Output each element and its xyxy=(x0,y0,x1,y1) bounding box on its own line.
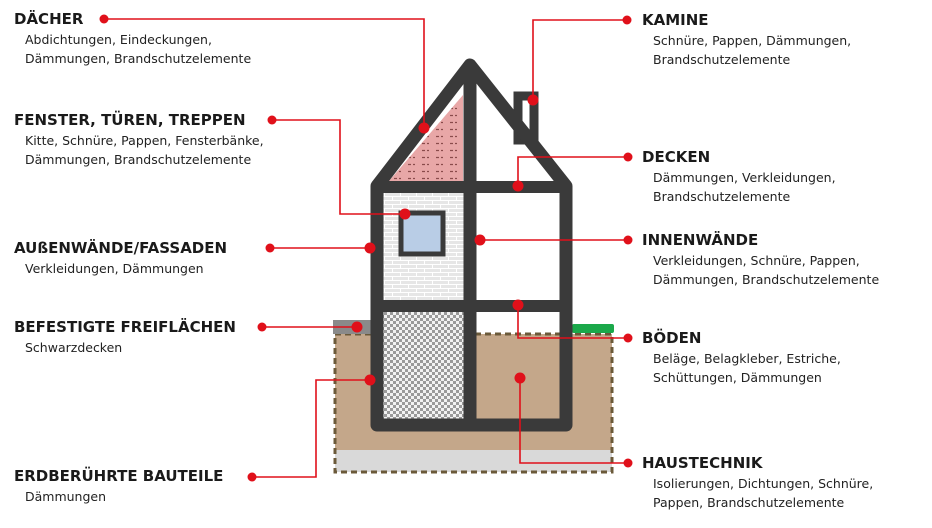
label-erdberuehrte-title: ERDBERÜHRTE BAUTEILE xyxy=(14,467,224,485)
label-haustechnik-line-1: Isolierungen, Dichtungen, Schnüre, xyxy=(653,476,874,491)
label-aussenwaende-line-1: Verkleidungen, Dämmungen xyxy=(25,261,204,276)
label-haustechnik-title: HAUSTECHNIK xyxy=(642,454,763,472)
gravel-layer xyxy=(335,450,612,472)
ground-floor-left-wall xyxy=(382,312,465,419)
label-daecher-desc: Abdichtungen, Eindeckungen, Dämmungen, B… xyxy=(14,30,251,68)
label-fenster: FENSTER, TÜREN, TREPPEN Kitte, Schnüre, … xyxy=(14,110,264,169)
dot-boeden-start xyxy=(623,333,633,343)
label-daecher-line-1: Abdichtungen, Eindeckungen, xyxy=(25,32,212,47)
label-haustechnik-line-2: Pappen, Brandschutzelemente xyxy=(653,495,845,510)
leader-fenster xyxy=(272,119,405,215)
label-innenwaende: INNENWÄNDE Verkleidungen, Schnüre, Pappe… xyxy=(642,230,879,289)
leader-boeden xyxy=(517,305,628,339)
label-boeden-line-1: Beläge, Belagkleber, Estriche, xyxy=(653,351,841,366)
dot-haustechnik-end xyxy=(514,372,526,384)
label-aussenwaende-desc: Verkleidungen, Dämmungen xyxy=(14,259,227,278)
leader-decken xyxy=(517,156,628,186)
label-daecher-line-2: Dämmungen, Brandschutzelemente xyxy=(25,51,252,66)
dot-fenster-start xyxy=(267,115,277,125)
dot-haustechnik-start xyxy=(623,458,633,468)
label-fenster-desc: Kitte, Schnüre, Pappen, Fensterbänke, Dä… xyxy=(14,131,264,169)
label-fenster-line-1: Kitte, Schnüre, Pappen, Fensterbänke, xyxy=(25,133,264,148)
label-erdberuehrte: ERDBERÜHRTE BAUTEILE Dämmungen xyxy=(14,466,223,506)
label-fenster-title: FENSTER, TÜREN, TREPPEN xyxy=(14,111,246,129)
label-kamine-title: KAMINE xyxy=(642,11,709,29)
dot-aussenwaende-end xyxy=(364,242,376,254)
label-daecher-title: DÄCHER xyxy=(14,10,84,28)
label-kamine: KAMINE Schnüre, Pappen, Dämmungen, Brand… xyxy=(642,10,851,69)
label-erdberuehrte-line-1: Dämmungen xyxy=(25,489,107,504)
leader-daecher xyxy=(104,18,425,128)
label-freiflaechen-title: BEFESTIGTE FREIFLÄCHEN xyxy=(14,318,236,336)
dot-kamine-end xyxy=(527,94,539,106)
dot-daecher-start xyxy=(99,14,109,24)
label-boeden-desc: Beläge, Belagkleber, Estriche, Schüttung… xyxy=(642,349,841,387)
label-decken-desc: Dämmungen, Verkleidungen, Brandschutzele… xyxy=(642,168,836,206)
dot-aussenwaende-start xyxy=(265,243,275,253)
dot-innenwaende-end xyxy=(474,234,486,246)
label-innenwaende-desc: Verkleidungen, Schnüre, Pappen, Dämmunge… xyxy=(642,251,879,289)
label-innenwaende-line-2: Dämmungen, Brandschutzelemente xyxy=(653,272,880,287)
attic-window xyxy=(398,210,446,257)
label-haustechnik-desc: Isolierungen, Dichtungen, Schnüre, Pappe… xyxy=(642,474,873,512)
dot-fenster-end xyxy=(399,208,411,220)
label-decken-title: DECKEN xyxy=(642,148,711,166)
label-decken: DECKEN Dämmungen, Verkleidungen, Brandsc… xyxy=(642,147,836,206)
label-kamine-line-2: Brandschutzelemente xyxy=(653,52,791,67)
dot-kamine-start xyxy=(622,15,632,25)
label-freiflaechen: BEFESTIGTE FREIFLÄCHEN Schwarzdecken xyxy=(14,317,236,357)
label-boeden-line-2: Schüttungen, Dämmungen xyxy=(653,370,822,385)
dot-erdberuehrte-end xyxy=(364,374,376,386)
label-daecher: DÄCHER Abdichtungen, Eindeckungen, Dämmu… xyxy=(14,9,251,68)
dot-daecher-end xyxy=(418,122,430,134)
label-innenwaende-title: INNENWÄNDE xyxy=(642,231,759,249)
excavation-border xyxy=(333,332,614,474)
leader-haustechnik xyxy=(519,378,628,464)
roof-tiles xyxy=(389,95,463,181)
label-boeden: BÖDEN Beläge, Belagkleber, Estriche, Sch… xyxy=(642,328,841,387)
label-boeden-title: BÖDEN xyxy=(642,329,702,347)
label-erdberuehrte-desc: Dämmungen xyxy=(14,487,223,506)
dot-freiflaechen-start xyxy=(257,322,267,332)
label-freiflaechen-line-1: Schwarzdecken xyxy=(25,340,123,355)
label-freiflaechen-desc: Schwarzdecken xyxy=(14,338,236,357)
dot-erdberuehrte-start xyxy=(247,472,257,482)
dot-innenwaende-start xyxy=(623,235,633,245)
dot-freiflaechen-end xyxy=(351,321,363,333)
leader-erdberuehrte xyxy=(252,379,370,478)
label-kamine-desc: Schnüre, Pappen, Dämmungen, Brandschutze… xyxy=(642,31,851,69)
label-fenster-line-2: Dämmungen, Brandschutzelemente xyxy=(25,152,252,167)
label-aussenwaende: AUßENWÄNDE/FASSADEN Verkleidungen, Dämmu… xyxy=(14,238,227,278)
dot-boeden-end xyxy=(512,299,524,311)
label-aussenwaende-title: AUßENWÄNDE/FASSADEN xyxy=(14,239,228,257)
label-haustechnik: HAUSTECHNIK Isolierungen, Dichtungen, Sc… xyxy=(642,453,873,512)
label-innenwaende-line-1: Verkleidungen, Schnüre, Pappen, xyxy=(653,253,860,268)
grass-strip xyxy=(572,324,614,333)
dot-decken-end xyxy=(512,180,524,192)
label-decken-line-1: Dämmungen, Verkleidungen, xyxy=(653,170,836,185)
leader-kamine xyxy=(532,19,627,100)
label-kamine-line-1: Schnüre, Pappen, Dämmungen, xyxy=(653,33,852,48)
dot-decken-start xyxy=(623,152,633,162)
label-decken-line-2: Brandschutzelemente xyxy=(653,189,791,204)
